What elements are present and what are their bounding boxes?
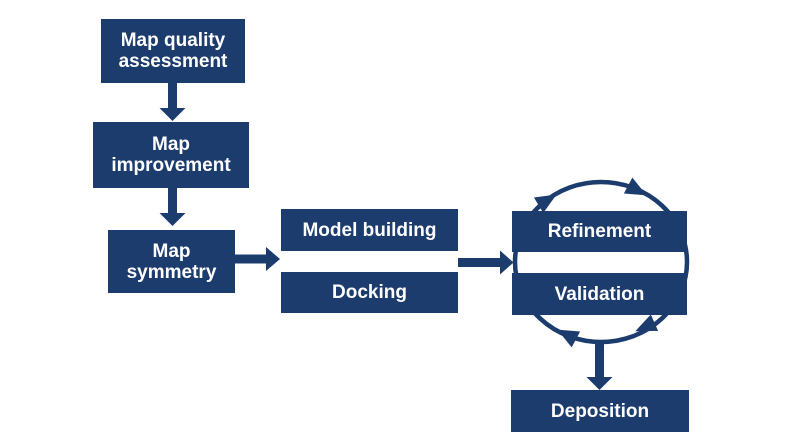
arrow-model-building-to-refinement	[458, 250, 514, 275]
node-validation: Validation	[512, 273, 687, 315]
cycle-arrowhead-top-right-icon	[623, 177, 647, 196]
node-map-quality-assessment: Map quality assessment	[101, 19, 245, 83]
node-refinement: Refinement	[512, 211, 687, 252]
arrow-map-symmetry-to-model-building	[235, 247, 280, 271]
node-map-symmetry: Map symmetry	[108, 230, 235, 293]
arrow-map-improvement-to-map-symmetry	[159, 188, 186, 226]
cycle-arrowhead-top-left-icon	[533, 194, 557, 213]
node-model-building: Model building	[281, 209, 458, 251]
cycle-arrowhead-bottom-right-icon	[635, 314, 659, 332]
arrow-cycle-to-deposition	[586, 340, 613, 390]
cycle-arrowhead-bottom-left-icon	[557, 329, 581, 348]
arrow-map-quality-to-map-improvement	[159, 83, 186, 121]
node-docking: Docking	[281, 272, 458, 313]
node-map-improvement: Map improvement	[93, 122, 249, 188]
node-deposition: Deposition	[511, 390, 689, 432]
